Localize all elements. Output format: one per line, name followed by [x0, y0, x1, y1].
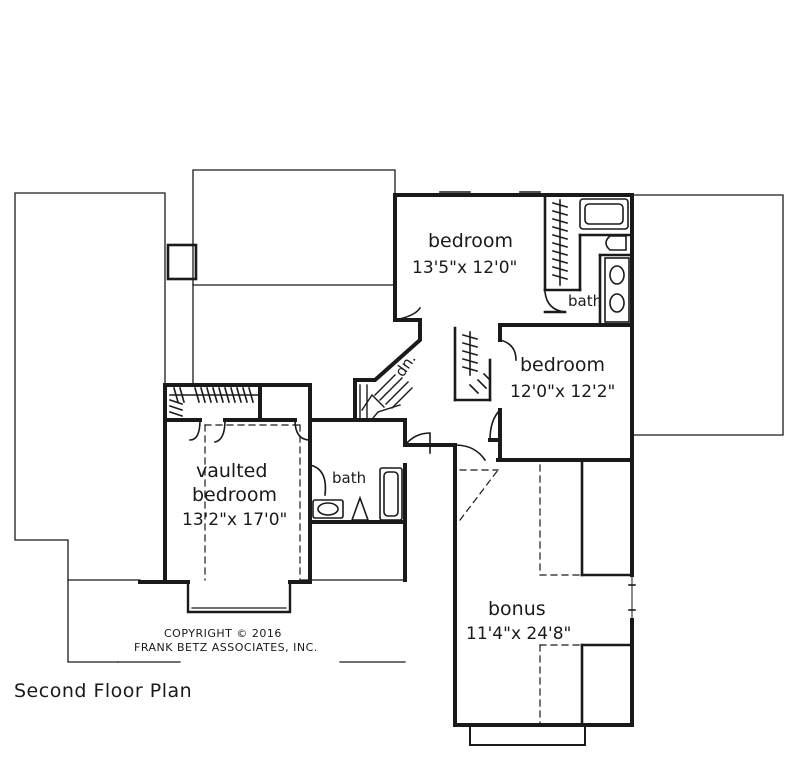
bonus-window [469, 724, 586, 746]
copyright-line-2: FRANK BETZ ASSOCIATES, INC. [134, 641, 318, 654]
bath-2-label: bath [568, 292, 603, 310]
bath-fixtures [312, 198, 630, 521]
roof-outline [14, 169, 784, 663]
bonus-room-label: bonus [488, 598, 546, 620]
exterior-walls [138, 193, 634, 727]
vaulted-bedroom-dims: 13'2"x 17'0" [182, 510, 288, 530]
interior-walls [453, 193, 634, 727]
bath-3-label: bath [332, 469, 367, 487]
closet-rods [168, 199, 568, 418]
bedroom-3-dims: 12'0"x 12'2" [510, 382, 616, 402]
bonus-room-dims: 11'4"x 24'8" [466, 624, 572, 644]
bay-window [186, 580, 292, 614]
bedroom-3-label: bedroom [520, 354, 605, 376]
dashed-lines [204, 424, 583, 726]
doors [189, 191, 636, 621]
vaulted-bedroom-label-2: bedroom [192, 484, 277, 506]
stairs [359, 374, 413, 419]
bedroom-2-dims: 13'5"x 12'0" [412, 258, 518, 278]
vaulted-bedroom-label-1: vaulted [196, 460, 268, 482]
bedroom-2-label: bedroom [428, 230, 513, 252]
copyright-line-1: COPYRIGHT © 2016 [164, 627, 282, 640]
plan-title: Second Floor Plan [14, 680, 193, 702]
